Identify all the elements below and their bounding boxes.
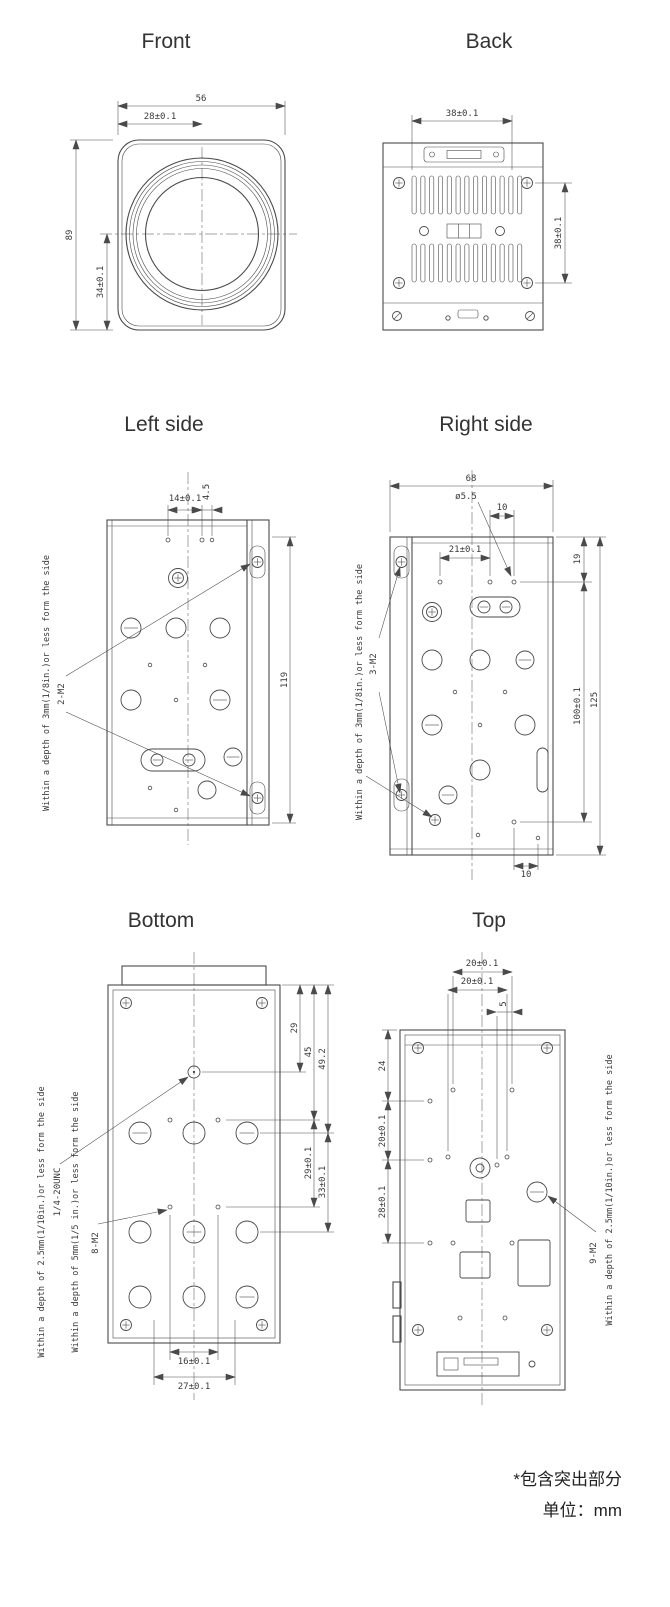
back-body-outline: [382, 142, 544, 331]
label-right-thread: 3-M2: [369, 653, 379, 675]
dim-front-overall-height: 89: [65, 230, 75, 241]
dim-right-offset-bottom: 10: [521, 870, 532, 880]
label-top-thread: 9-M2: [589, 1242, 599, 1264]
dim-right-edge-to-hole: 19: [573, 554, 583, 565]
dim-right-hole-spacing: 21±0.1: [449, 545, 482, 555]
dim-top-pitch: 20±0.1: [378, 1115, 388, 1148]
right-view-title: Right side: [439, 413, 533, 436]
top-holes: [392, 1087, 551, 1377]
dim-top-span-b: 20±0.1: [461, 977, 494, 987]
dim-left-edge-offset: 4.5: [202, 484, 212, 500]
top-view-title: Top: [472, 909, 506, 932]
label-bottom-thread: 8-M2: [91, 1232, 101, 1254]
back-dimensions: 38±0.1 38±0.1: [411, 109, 572, 284]
top-view: 20±0.1 20±0.1 5 24 20±0.1 28±0.1 9-M2: [378, 952, 615, 1405]
back-view-title: Back: [465, 30, 513, 53]
dim-front-lens-y: 34±0.1: [96, 266, 106, 299]
dim-bottom-hole-pitch: 16±0.1: [178, 1357, 211, 1367]
note-left-depth: Within a depth of 3mm(1/8in.)or less for…: [42, 555, 52, 811]
left-flange-screws: [249, 545, 266, 815]
dim-front-lens-x: 28±0.1: [144, 112, 177, 122]
right-dimensions: 68 ø5.5 10 21±0.1 19 100±0.1 125: [355, 474, 606, 880]
footer-notes: *包含突出部分 单位：mm: [513, 1464, 622, 1527]
top-dimensions: 20±0.1 20±0.1 5 24 20±0.1 28±0.1 9-M2: [378, 959, 615, 1326]
left-dimensions: 14±0.1 4.5 119 2-M2 Within a depth of 3m…: [42, 484, 296, 824]
dim-bottom-span-a: 29±0.1: [304, 1147, 314, 1180]
back-bottom-strip: [383, 302, 543, 321]
unit-note: 单位：mm: [542, 1501, 622, 1521]
bottom-body-outline: [107, 984, 281, 1344]
right-side-view: 68 ø5.5 10 21±0.1 19 100±0.1 125: [355, 470, 606, 880]
dim-right-overall-depth: 68: [466, 474, 477, 484]
back-view: 38±0.1 38±0.1: [382, 109, 572, 331]
front-lens: [125, 157, 279, 311]
dim-top-edge-offset: 24: [378, 1061, 388, 1072]
protrusion-note: *包含突出部分: [513, 1470, 622, 1489]
dim-top-span-c: 28±0.1: [378, 1186, 388, 1219]
dim-right-hole-span: 100±0.1: [573, 687, 583, 725]
top-corner-screws: [412, 1042, 553, 1336]
right-flange-screws: [393, 545, 410, 812]
dim-top-offset-5: 5: [499, 1001, 509, 1006]
note-right-depth: Within a depth of 3mm(1/8in.)or less for…: [355, 564, 365, 820]
left-holes: [120, 537, 243, 813]
label-left-thread: 2-M2: [57, 683, 67, 705]
note-bottom-depth-unc: Within a depth of 5mm(1/5 in.)or less fo…: [71, 1092, 81, 1353]
dim-right-offset-top: 10: [497, 503, 508, 513]
back-vents: [411, 175, 523, 283]
bottom-dimensions: 29 45 49.2 29±0.1 33±0.1 16±0.1 27±0.1: [37, 984, 334, 1392]
dim-bottom-span-b: 33±0.1: [318, 1166, 328, 1199]
bottom-view: 29 45 49.2 29±0.1 33±0.1 16±0.1 27±0.1: [37, 952, 334, 1400]
dim-right-overall-height: 125: [590, 692, 600, 708]
right-body-outline: [389, 536, 554, 856]
dim-bottom-tripod-offset: 29: [290, 1023, 300, 1034]
dim-front-overall-width: 56: [196, 94, 207, 104]
top-body-outline: [399, 1029, 566, 1391]
front-view: 56 28±0.1 89 34±0.1: [65, 94, 297, 331]
note-bottom-depth-m2: Within a depth of 2.5mm(1/10in.)or less …: [37, 1086, 47, 1357]
dim-back-hole-spacing-v: 38±0.1: [554, 217, 564, 250]
dim-back-hole-spacing-h: 38±0.1: [446, 109, 479, 119]
dim-left-height: 119: [280, 672, 290, 688]
front-view-title: Front: [141, 30, 191, 53]
front-body-outline: [117, 139, 286, 331]
front-dimensions: 56 28±0.1 89 34±0.1: [65, 94, 286, 331]
right-holes: [421, 579, 549, 841]
back-screws: [393, 177, 533, 289]
bottom-holes: [128, 1065, 259, 1309]
dim-left-hole-offset: 14±0.1: [169, 494, 202, 504]
dim-bottom-row2-offset: 49.2: [318, 1048, 328, 1070]
label-bottom-tripod-thread: 1/4-20UNC: [53, 1168, 63, 1217]
back-connector: [423, 146, 505, 163]
dim-right-hole-dia: ø5.5: [455, 492, 477, 502]
dim-top-span-a: 20±0.1: [466, 959, 499, 969]
back-middle-row: [419, 223, 505, 239]
left-side-view: 14±0.1 4.5 119 2-M2 Within a depth of 3m…: [42, 472, 296, 845]
left-body-outline: [106, 519, 270, 826]
left-view-title: Left side: [124, 413, 204, 436]
dim-bottom-row-offset: 45: [304, 1047, 314, 1058]
note-top-depth: Within a depth of 2.5mm(1/10in.)or less …: [605, 1054, 615, 1325]
bottom-view-title: Bottom: [127, 909, 195, 932]
dim-bottom-hole-span: 27±0.1: [178, 1382, 211, 1392]
